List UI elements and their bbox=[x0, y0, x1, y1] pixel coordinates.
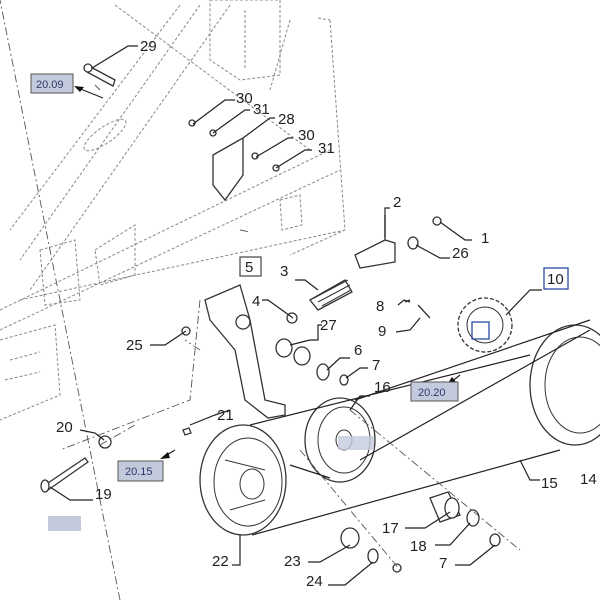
label-15: 15 bbox=[541, 475, 558, 492]
label-26: 26 bbox=[452, 245, 469, 262]
label-8: 8 bbox=[376, 298, 384, 315]
label-29: 29 bbox=[140, 38, 157, 55]
part-labels: 29 30 31 28 30 31 2 1 26 3 4 8 27 9 25 6… bbox=[56, 38, 597, 590]
machine-frame bbox=[0, 0, 346, 451]
label-17: 17 bbox=[382, 520, 399, 537]
ref-20-20-text: 20.20 bbox=[418, 387, 446, 399]
label-24: 24 bbox=[306, 573, 323, 590]
label-9: 9 bbox=[378, 323, 386, 340]
label-18: 18 bbox=[410, 538, 427, 555]
label-6: 6 bbox=[354, 342, 362, 359]
label-22: 22 bbox=[212, 553, 229, 570]
label-3: 3 bbox=[280, 263, 288, 280]
pulley-14 bbox=[529, 324, 600, 446]
label-31b: 31 bbox=[318, 140, 335, 157]
label-2: 2 bbox=[393, 194, 401, 211]
label-21: 21 bbox=[217, 407, 234, 424]
label-19: 19 bbox=[95, 486, 112, 503]
label-7b: 7 bbox=[439, 555, 447, 572]
label-23: 23 bbox=[284, 553, 301, 570]
label-27: 27 bbox=[320, 317, 337, 334]
section-ref-20-20[interactable]: 20.20 bbox=[410, 381, 459, 402]
pulley-16 bbox=[304, 397, 376, 483]
label-4: 4 bbox=[252, 293, 260, 310]
label-25: 25 bbox=[126, 337, 143, 354]
label-20: 20 bbox=[56, 419, 73, 436]
label-5: 5 bbox=[245, 259, 253, 276]
boxed-label-5[interactable]: 5 bbox=[239, 256, 262, 277]
ref-20-09-text: 20.09 bbox=[36, 79, 64, 91]
blank-highlight bbox=[48, 516, 81, 531]
pulley-22 bbox=[199, 424, 287, 536]
label-1: 1 bbox=[481, 230, 489, 247]
label-7: 7 bbox=[372, 357, 380, 374]
ref-20-15-text: 20.15 bbox=[125, 466, 153, 478]
label-28: 28 bbox=[278, 111, 295, 128]
label-30: 30 bbox=[236, 90, 253, 107]
label-16: 16 bbox=[374, 379, 391, 396]
label-14: 14 bbox=[580, 471, 597, 488]
label-30b: 30 bbox=[298, 127, 315, 144]
label-10: 10 bbox=[547, 271, 564, 288]
section-ref-20-09[interactable]: 20.09 bbox=[30, 73, 74, 94]
boxed-label-10[interactable]: 10 bbox=[543, 267, 569, 290]
highlight-box bbox=[471, 321, 490, 340]
section-ref-20-15[interactable]: 20.15 bbox=[117, 460, 164, 482]
label-31: 31 bbox=[253, 101, 270, 118]
